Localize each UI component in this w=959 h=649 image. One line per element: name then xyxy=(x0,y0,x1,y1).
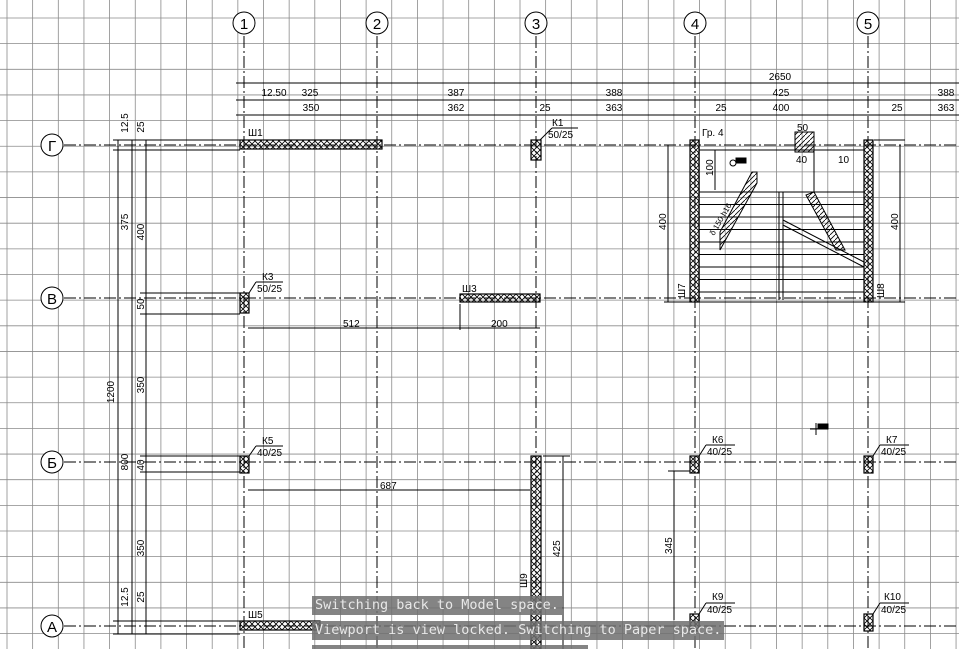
label-sh1: Ш1 xyxy=(248,128,263,139)
dim-text: 800 xyxy=(120,453,131,470)
axis-label-3: 3 xyxy=(532,16,540,33)
column-k1 xyxy=(530,139,542,161)
label-k1: К1 xyxy=(552,118,564,129)
label-k10: К10 xyxy=(884,592,901,603)
staircase xyxy=(699,131,865,300)
axis-label-2: 2 xyxy=(373,16,381,33)
dim-text: 25 xyxy=(539,103,551,114)
axis-label-b: Б xyxy=(47,455,57,472)
column-k10 xyxy=(863,613,874,632)
dim-text: 25 xyxy=(891,103,903,114)
dim-text: 1200 xyxy=(106,380,117,403)
command-message: Viewport is view locked. Switching to Pa… xyxy=(312,621,725,640)
element-labels: Ш1 К1 50/25 Гр. 4 50 100 40 10 400 400 Ш… xyxy=(248,118,906,621)
axis-label-5: 5 xyxy=(864,16,872,33)
label-sh7: Ш7 xyxy=(677,283,688,298)
label-leaders xyxy=(248,127,909,615)
wall-sh1 xyxy=(239,139,383,150)
top-dimension-texts: 2650 12.50 325 387 388 425 388 350 362 2… xyxy=(261,72,954,114)
dim-text: 40 xyxy=(136,459,147,471)
dim-text: 50 xyxy=(797,123,809,134)
dim-text: 400 xyxy=(136,223,147,240)
label-sh5: Ш5 xyxy=(248,610,263,621)
axis-label-4: 4 xyxy=(691,16,699,33)
dim-text: 350 xyxy=(136,376,147,393)
dim-text: 350 xyxy=(303,103,320,114)
axis-label-a: А xyxy=(47,619,57,636)
label-k5-size: 40/25 xyxy=(257,448,282,459)
dim-text: 40 xyxy=(796,155,808,166)
dim-text: 425 xyxy=(773,88,790,99)
dim-text: 363 xyxy=(938,103,955,114)
walls xyxy=(239,139,874,649)
column-k7 xyxy=(863,455,874,474)
column-k6 xyxy=(689,455,700,474)
dim-text: 200 xyxy=(491,319,508,330)
cursor-crosshair-icon xyxy=(810,423,829,435)
label-k5: К5 xyxy=(262,436,274,447)
dim-text: 388 xyxy=(606,88,623,99)
dim-text: 687 xyxy=(380,481,397,492)
dim-text: 12.5 xyxy=(120,113,131,133)
dim-text: 400 xyxy=(890,213,901,230)
label-k10-size: 40/25 xyxy=(881,605,906,616)
label-k6: К6 xyxy=(712,435,724,446)
dim-text: 10 xyxy=(838,155,850,166)
dim-text: 25 xyxy=(136,121,147,133)
label-k9-size: 40/25 xyxy=(707,605,732,616)
label-sh9: Ш9 xyxy=(519,573,530,588)
label-k6-size: 40/25 xyxy=(707,447,732,458)
dim-text: 425 xyxy=(552,540,563,557)
wall-sh3 xyxy=(459,293,541,303)
dim-text: 375 xyxy=(120,213,131,230)
dim-text: 512 xyxy=(343,319,360,330)
command-message-partial xyxy=(312,645,588,649)
label-k7-size: 40/25 xyxy=(881,447,906,458)
dim-text: 100 xyxy=(705,159,716,176)
label-sh3: Ш3 xyxy=(462,284,477,295)
label-k7: К7 xyxy=(886,435,898,446)
wall-sh8 xyxy=(863,139,874,303)
label-k3: К3 xyxy=(262,272,274,283)
wall-sh5 xyxy=(239,620,321,631)
dim-text: 400 xyxy=(773,103,790,114)
dim-text: 25 xyxy=(136,591,147,603)
axis-label-v: В xyxy=(47,291,57,308)
dim-text: 50 xyxy=(136,298,147,310)
dimension-lines xyxy=(113,82,959,649)
dim-text: 345 xyxy=(664,537,675,554)
dim-text: 362 xyxy=(448,103,465,114)
column-k5 xyxy=(239,455,250,474)
dim-text: 388 xyxy=(938,88,955,99)
label-gr4: Гр. 4 xyxy=(702,128,724,139)
wall-sh7 xyxy=(689,139,700,303)
dim-text: 325 xyxy=(302,88,319,99)
axis-label-1: 1 xyxy=(240,16,248,33)
dim-text: 25 xyxy=(715,103,727,114)
dim-text: 12.50 xyxy=(261,88,286,99)
axis-bubbles xyxy=(40,11,880,638)
dim-text: 387 xyxy=(448,88,465,99)
column-k3 xyxy=(239,292,250,314)
axis-label-g: Г xyxy=(48,138,56,155)
dim-text: 350 xyxy=(136,539,147,556)
label-sh8: Ш8 xyxy=(876,283,887,298)
dim-text: 400 xyxy=(658,213,669,230)
dim-text: 12.5 xyxy=(120,587,131,607)
label-k3-size: 50/25 xyxy=(257,284,282,295)
label-k1-size: 50/25 xyxy=(548,130,573,141)
wall-sh9 xyxy=(530,455,542,649)
command-message: Switching back to Model space. xyxy=(312,596,562,615)
dim-text: 363 xyxy=(606,103,623,114)
left-dimension-texts: 12.5 375 1200 800 12.5 25 400 50 350 40 … xyxy=(106,113,147,607)
dim-total: 2650 xyxy=(769,72,792,83)
label-k9: К9 xyxy=(712,592,724,603)
